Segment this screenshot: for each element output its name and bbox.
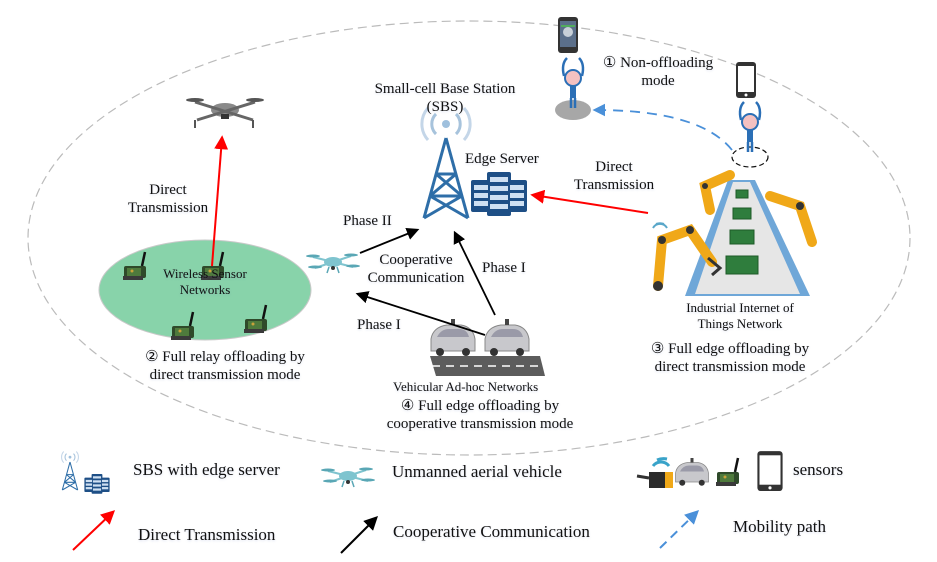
phase1-label-sbs: Phase I xyxy=(482,260,526,276)
mode1-label: ① Non-offloading mode xyxy=(588,54,728,90)
smartphone-icon xyxy=(736,62,756,98)
mobile-user-destination xyxy=(555,17,591,120)
label-line: Industrial Internet of xyxy=(686,300,794,315)
mode4-label: ④ Full edge offloading by cooperative tr… xyxy=(360,397,600,433)
legend-sensor-board-icon xyxy=(714,456,741,488)
sbs-title: Small-cell Base Station (SBS) xyxy=(355,80,535,116)
legend-uav-icon xyxy=(320,466,376,488)
network-region-boundary xyxy=(27,20,911,456)
legend-uav-label: Unmanned aerial vehicle xyxy=(392,462,562,481)
mode4-number: ④ xyxy=(400,398,415,414)
iiot-label: Industrial Internet of Things Network xyxy=(665,300,815,332)
legend-sbs-label: SBS with edge server xyxy=(133,460,280,479)
vanet-label: Vehicular Ad-hoc Networks xyxy=(393,379,539,394)
vehicle-icon xyxy=(484,318,530,357)
label-line: Transmission xyxy=(573,177,655,193)
label-line: Direct xyxy=(149,182,187,198)
legend-mobility-label: Mobility path xyxy=(733,517,827,536)
vanet-road xyxy=(430,356,545,376)
legend-sensors-label: sensors xyxy=(793,460,844,479)
direct-transmission-arrow-iiot-to-server xyxy=(530,189,649,214)
label-line: Communication xyxy=(367,270,465,286)
mode3-number: ③ xyxy=(650,341,665,357)
smartphone-faceid-icon xyxy=(558,17,578,53)
phase2-arrow-uav-to-sbs xyxy=(359,227,420,254)
wsn-area xyxy=(98,239,312,341)
label-line: Networks xyxy=(179,282,231,297)
cooperative-uav-icon xyxy=(305,252,361,274)
legend-phone-icon xyxy=(757,451,783,491)
legend-cooperative-arrow xyxy=(340,516,378,554)
legend-direct-arrow xyxy=(72,510,116,551)
sbs-title-line1: Small-cell Base Station xyxy=(374,81,516,97)
legend-cooperative-label: Cooperative Communication xyxy=(393,522,590,541)
phase1-arrow-vehicle-to-sbs xyxy=(453,230,496,316)
edge-server-label: Edge Server xyxy=(465,151,539,167)
legend-server-icon xyxy=(84,474,110,494)
mode1-title: Non-offloading xyxy=(620,55,714,71)
legend-direct-label: Direct Transmission xyxy=(138,525,276,544)
mode2-title: Full relay offloading by xyxy=(162,349,305,365)
mode3-label: ③ Full edge offloading by direct transmi… xyxy=(630,340,830,376)
direct-transmission-label-wsn: Direct Transmission xyxy=(118,181,218,217)
legend-sbs-icon xyxy=(61,450,79,491)
relay-uav-icon xyxy=(186,98,264,128)
mobility-path-arrow xyxy=(592,103,733,151)
edge-server-icon xyxy=(471,172,527,216)
cooperative-communication-label: Cooperative Communication xyxy=(356,251,476,287)
direct-transmission-arrow-wsn-to-uav xyxy=(211,135,229,267)
phase1-arrow-vehicle-to-uav xyxy=(355,291,486,336)
iiot-factory-icon xyxy=(652,170,817,296)
label-line: Wireless Sensor xyxy=(163,266,247,281)
direct-transmission-label-iiot: Direct Transmission xyxy=(564,158,664,194)
mode4-title: Full edge offloading by xyxy=(418,398,560,414)
label-line: Things Network xyxy=(697,316,783,331)
phase2-label: Phase II xyxy=(343,213,392,229)
legend-robot-arm-icon xyxy=(636,457,673,488)
phase1-label-uav: Phase I xyxy=(357,317,401,333)
sbs-tower-icon xyxy=(420,106,472,220)
label-line: Cooperative xyxy=(379,252,453,268)
mode3-subtitle: direct transmission mode xyxy=(654,359,806,375)
mobile-user-origin xyxy=(731,62,769,168)
wsn-label: Wireless Sensor Networks xyxy=(145,266,265,298)
mode2-label: ② Full relay offloading by direct transm… xyxy=(130,348,320,384)
sbs-title-line2: (SBS) xyxy=(426,99,464,115)
label-line: Direct xyxy=(595,159,633,175)
mode1-subtitle: mode xyxy=(641,73,675,89)
label-line: Transmission xyxy=(127,200,209,216)
legend-mobility-arrow xyxy=(659,510,700,549)
mode3-title: Full edge offloading by xyxy=(668,341,810,357)
mode2-number: ② xyxy=(145,349,159,365)
mode4-subtitle: cooperative transmission mode xyxy=(386,416,574,432)
mode2-subtitle: direct transmission mode xyxy=(149,367,301,383)
legend-vehicle-icon xyxy=(675,457,709,487)
mode1-number: ① xyxy=(602,55,617,71)
